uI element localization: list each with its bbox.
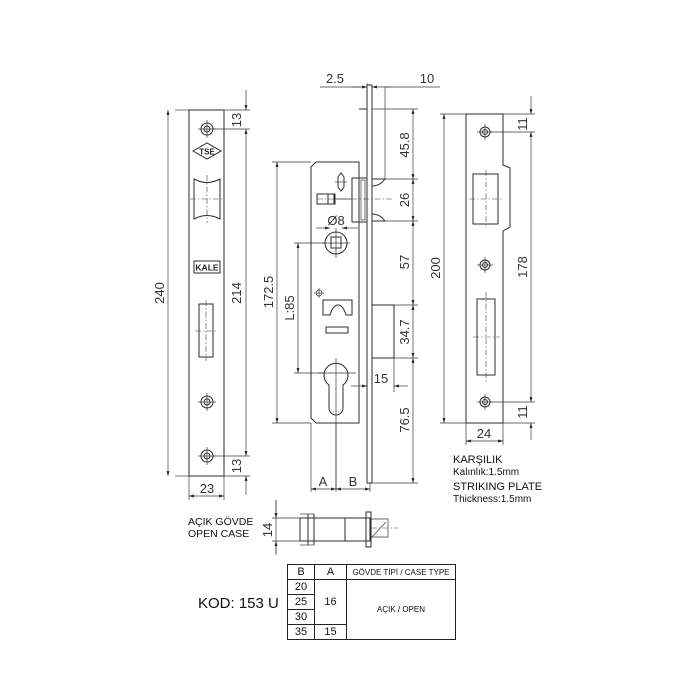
svg-text:178: 178 <box>515 256 530 278</box>
open-case-label-en: OPEN CASE <box>188 528 250 540</box>
svg-text:Ø8: Ø8 <box>327 213 344 228</box>
svg-text:2.5: 2.5 <box>326 71 344 86</box>
striking-plate-title-en: STRIKING PLATE <box>453 481 543 493</box>
svg-text:TSE: TSE <box>199 148 215 157</box>
svg-text:76.5: 76.5 <box>397 407 412 432</box>
svg-text:214: 214 <box>229 282 244 304</box>
svg-text:200: 200 <box>428 257 443 279</box>
header-a: A <box>314 564 347 580</box>
svg-text:L:85: L:85 <box>282 295 297 320</box>
tse-logo-icon: TSE <box>191 142 223 160</box>
cell-b: 25 <box>287 594 315 610</box>
cell-a-merged: 16 <box>314 579 347 625</box>
cell-a-last: 15 <box>314 624 347 640</box>
cell-b: 30 <box>287 609 315 625</box>
cell-case-type: AÇIK / OPEN <box>346 579 456 640</box>
open-case-view: 14 <box>260 500 398 555</box>
lock-body-view: Ø8 2.5 10 <box>261 71 440 492</box>
striking-plate-view: 200 11 178 11 24 <box>428 96 535 445</box>
svg-text:24: 24 <box>477 426 491 441</box>
svg-text:11: 11 <box>515 117 530 131</box>
svg-text:10: 10 <box>420 71 434 86</box>
latch-bolt <box>316 172 393 223</box>
svg-text:15: 15 <box>374 371 388 386</box>
screw-hole-icon <box>198 393 216 411</box>
product-code: KOD: 153 U <box>198 595 279 612</box>
svg-text:172.5: 172.5 <box>261 276 276 309</box>
cylinder-profile <box>318 358 356 490</box>
table-header-row: B A GÖVDE TİPİ / CASE TYPE <box>287 564 456 580</box>
svg-text:11: 11 <box>515 405 530 419</box>
striking-plate-thickness-en: Thickness:1.5mm <box>453 494 532 505</box>
latch-opening <box>190 175 224 223</box>
svg-text:13: 13 <box>229 459 244 473</box>
svg-text:26: 26 <box>397 193 412 207</box>
open-case-label-tr: AÇIK GÖVDE <box>188 516 254 528</box>
svg-text:45.8: 45.8 <box>397 132 412 157</box>
svg-text:34.7: 34.7 <box>397 319 412 344</box>
svg-text:240: 240 <box>152 282 167 304</box>
svg-text:A: A <box>319 474 328 489</box>
svg-text:13: 13 <box>229 113 244 127</box>
svg-text:57: 57 <box>397 255 412 269</box>
svg-text:KALE: KALE <box>195 263 218 273</box>
kale-logo-icon: KALE <box>193 260 221 274</box>
svg-text:23: 23 <box>200 481 214 496</box>
svg-text:B: B <box>349 474 358 489</box>
spindle-hole <box>322 228 350 258</box>
striking-plate-thickness-tr: Kalınlık:1.5mm <box>453 467 520 478</box>
cell-b: 20 <box>287 579 315 595</box>
table-row: 35 15 <box>287 624 456 640</box>
faceplate-view: TSE KALE 240 13 214 <box>152 90 250 500</box>
case-type-table: B A GÖVDE TİPİ / CASE TYPE 20 16 AÇIK / … <box>287 564 456 640</box>
striking-plate-title-tr: KARŞILIK <box>453 454 503 466</box>
crosshair-mark <box>314 288 324 298</box>
table-row: 20 16 AÇIK / OPEN <box>287 579 456 640</box>
header-case-type: GÖVDE TİPİ / CASE TYPE <box>346 564 456 580</box>
bolt-opening <box>195 300 217 361</box>
screw-hole-icon <box>477 257 493 273</box>
svg-text:14: 14 <box>260 523 275 537</box>
cell-b: 35 <box>287 624 315 640</box>
header-b: B <box>287 564 315 580</box>
